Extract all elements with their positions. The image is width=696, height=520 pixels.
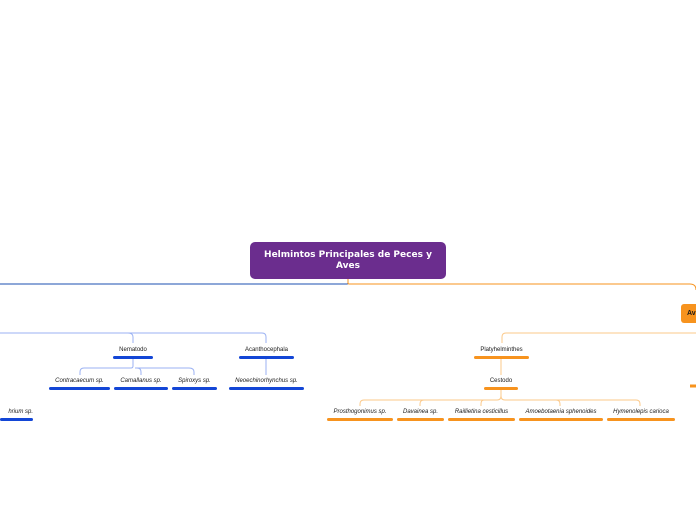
- leaf-bar: [397, 418, 444, 421]
- topic-bar: [474, 356, 529, 359]
- leaf-raillietina[interactable]: Raillietina cesticillus: [448, 408, 515, 421]
- leaf-label: Neoechinorhynchus sp.: [235, 378, 298, 384]
- root-title: Helmintos Principales de Peces y Aves: [264, 249, 432, 271]
- leaf-prosthogonimus[interactable]: Prosthogonimus sp.: [327, 408, 393, 421]
- leaf-label: hrium sp.: [8, 409, 33, 415]
- leaf-bar: [0, 418, 33, 421]
- leaf-neoechinorhynchus[interactable]: Neoechinorhynchus sp.: [229, 377, 304, 390]
- leaf-label: Spiroxys sp.: [178, 378, 211, 384]
- leaf-amoebotaenia[interactable]: Amoebotaenia sphenoides: [519, 408, 603, 421]
- leaf-label: Hymenolepis carioca: [613, 409, 669, 415]
- leaf-bar: [114, 387, 168, 390]
- leaf-bar: [172, 387, 217, 390]
- root-topic[interactable]: Helmintos Principales de Peces y Aves: [250, 242, 446, 279]
- topic-aves-label: Av: [687, 310, 696, 317]
- leaf-contracaecum[interactable]: Contracaecum sp.: [49, 377, 110, 390]
- leaf-label: Camallanus sp.: [120, 378, 162, 384]
- leaf-spiroxys[interactable]: Spiroxys sp.: [172, 377, 217, 390]
- topic-label: Platyhelminthes: [480, 347, 523, 353]
- topic-bar: [239, 356, 294, 359]
- leaf-bar: [49, 387, 110, 390]
- leaf-hymenolepis[interactable]: Hymenolepis carioca: [607, 408, 675, 421]
- topic-label: Nematodo: [119, 347, 147, 353]
- topic-bar: [484, 387, 518, 390]
- leaf-label: Amoebotaenia sphenoides: [525, 409, 597, 415]
- leaf-label: Davainea sp.: [402, 409, 439, 415]
- leaf-label: Raillietina cesticillus: [454, 409, 509, 415]
- leaf-partial-hrium[interactable]: hrium sp.: [0, 408, 33, 421]
- topic-label: Cestodo: [489, 378, 513, 384]
- topic-nematodo[interactable]: Nematodo: [113, 346, 153, 359]
- leaf-camallanus[interactable]: Camallanus sp.: [114, 377, 168, 390]
- topic-aves[interactable]: Av: [681, 304, 696, 323]
- topic-label: Acanthocephala: [244, 347, 289, 353]
- leaf-davainea[interactable]: Davainea sp.: [397, 408, 444, 421]
- topic-acanthocephala[interactable]: Acanthocephala: [239, 346, 294, 359]
- leaf-bar: [519, 418, 603, 421]
- leaf-label: Prosthogonimus sp.: [333, 409, 387, 415]
- topic-cestodo[interactable]: Cestodo: [484, 377, 518, 390]
- leaf-label: Contracaecum sp.: [55, 378, 104, 384]
- leaf-bar: [229, 387, 304, 390]
- leaf-bar: [327, 418, 393, 421]
- leaf-bar: [448, 418, 515, 421]
- leaf-bar: [607, 418, 675, 421]
- topic-platyhelminthes[interactable]: Platyhelminthes: [474, 346, 529, 359]
- topic-bar: [113, 356, 153, 359]
